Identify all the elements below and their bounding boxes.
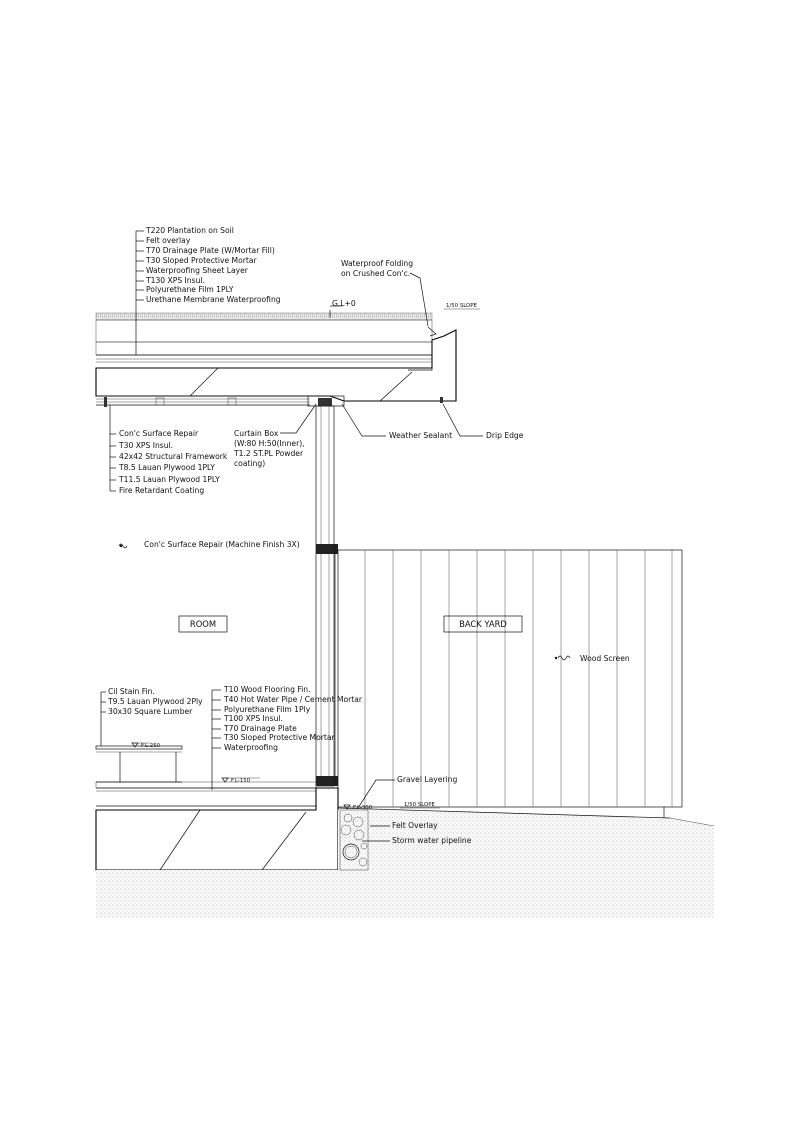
fl-300-label: F.L-300 — [353, 805, 373, 811]
curtain-box-line3: T1.2 ST.PL Powder — [233, 449, 304, 458]
roof-slope-label: 1/50 SLOPE — [446, 303, 478, 309]
weather-sealant-label: Weather Sealant — [389, 431, 452, 440]
ceiling-note-5: T11.5 Lauan Plywood 1PLY — [118, 475, 220, 484]
ceiling-notes: Con'c Surface Repair T30 XPS Insul. 42x4… — [109, 403, 524, 495]
curtain-wall — [315, 405, 338, 787]
wood-screen — [337, 549, 683, 818]
ground — [96, 807, 715, 918]
gravel-pit — [339, 809, 369, 871]
roof-note-2: Felt overlay — [146, 236, 191, 245]
floor-note-1: T10 Wood Flooring Fin. — [223, 685, 311, 694]
drip-edge-label: Drip Edge — [486, 431, 524, 440]
roof-note-3: T70 Drainage Plate (W/Mortar Fill) — [145, 246, 275, 255]
wood-screen-label: Wood Screen — [580, 654, 630, 663]
roof-note-5: Waterproofing Sheet Layer — [146, 266, 249, 275]
backyard-label: BACK YARD — [459, 619, 507, 629]
ceiling-note-2: T30 XPS Insul. — [118, 441, 173, 450]
wall-note: Con'c Surface Repair (Machine Finish 3X) — [118, 540, 300, 549]
gravel-notes: Gravel Layering Felt Overlay Storm water… — [357, 775, 472, 845]
ceiling-note-6: Fire Retardant Coating — [119, 486, 204, 495]
gravel-layering-label: Gravel Layering — [397, 775, 457, 784]
sill-note-1: Cil Stain Fin. — [108, 687, 155, 696]
level-marks: F.L-250 F.L-150 F.L-300 1/50 SLOPE — [131, 742, 440, 811]
floor-notes: T10 Wood Flooring Fin. T40 Hot Water Pip… — [211, 685, 363, 790]
curtain-box-line1: Curtain Box — [234, 429, 279, 438]
fl-150-label: F.L-150 — [231, 778, 251, 784]
floor-note-6: T30 Sloped Protective Mortar — [223, 733, 336, 742]
yard-slope-label: 1/50 SLOPE — [404, 802, 436, 808]
storm-pipe-label: Storm water pipeline — [392, 836, 472, 845]
room-tag: ROOM — [178, 615, 228, 633]
backyard-tag: BACK YARD — [443, 615, 523, 633]
floor-note-3: Polyurethane Film 1Ply — [224, 705, 311, 714]
waterproof-folding-line2: on Crushed Con'c. — [341, 269, 410, 278]
floor-note-4: T100 XPS Insul. — [223, 714, 283, 723]
roof-note-1: T220 Plantation on Soil — [145, 226, 234, 235]
roof-assembly — [95, 312, 457, 407]
floor-note-5: T70 Drainage Plate — [223, 724, 297, 733]
floor-assembly — [95, 745, 339, 871]
wood-screen-note: Wood Screen — [554, 654, 630, 663]
room-label: ROOM — [190, 619, 216, 629]
floor-note-2: T40 Hot Water Pipe / Cement Mortar — [223, 695, 363, 704]
floor-note-7: Waterproofing — [224, 743, 278, 752]
wall-note-text: Con'c Surface Repair (Machine Finish 3X) — [144, 540, 300, 549]
roof-note-7: Polyurethane Film 1PLY — [146, 285, 234, 294]
sill-notes: Cil Stain Fin. T9.5 Lauan Plywood 2Ply 3… — [100, 687, 203, 746]
curtain-box-line2: (W:80 H:50(Inner), — [234, 439, 305, 448]
roof-note-6: T130 XPS Insul. — [145, 276, 205, 285]
waterproof-folding-line1: Waterproof Folding — [341, 259, 413, 268]
fl-250-label: F.L-250 — [141, 743, 161, 749]
ceiling-note-1: Con'c Surface Repair — [119, 429, 199, 438]
roof-notes: T220 Plantation on Soil Felt overlay T70… — [135, 226, 480, 355]
ground-level-mark: G.L+0 — [332, 299, 356, 308]
ceiling-note-3: 42x42 Structural Framework — [119, 452, 228, 461]
sill-note-3: 30x30 Square Lumber — [108, 707, 193, 716]
felt-overlay-label: Felt Overlay — [392, 821, 438, 830]
ceiling-note-4: T8.5 Lauan Plywood 1PLY — [118, 463, 215, 472]
roof-note-4: T30 Sloped Protective Mortar — [145, 256, 258, 265]
sill-note-2: T9.5 Lauan Plywood 2Ply — [107, 697, 203, 706]
curtain-box-line4: coating) — [234, 459, 265, 468]
roof-note-8: Urethane Membrane Waterproofing — [146, 295, 281, 304]
